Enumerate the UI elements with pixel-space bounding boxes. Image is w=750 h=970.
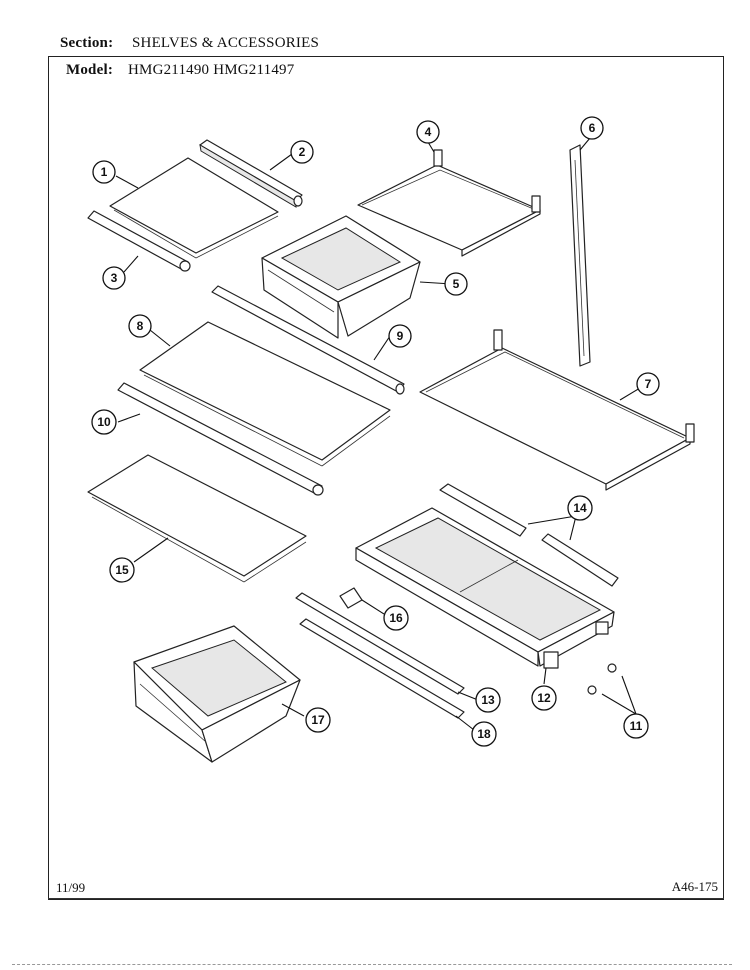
part-14-rails <box>439 483 619 587</box>
callout-16: 16 <box>383 605 409 631</box>
callout-6: 6 <box>580 116 604 140</box>
part-10-shelf-trim <box>117 382 324 496</box>
callout-12: 12 <box>531 685 557 711</box>
part-2-shelf-trim <box>199 139 303 208</box>
svg-text:6: 6 <box>589 121 596 135</box>
part-6-shelf-ladder <box>569 144 591 367</box>
svg-text:18: 18 <box>477 727 491 741</box>
part-9-shelf-trim <box>211 285 405 395</box>
callout-1: 1 <box>92 160 116 184</box>
callout-2: 2 <box>290 140 314 164</box>
svg-text:4: 4 <box>425 125 432 139</box>
svg-text:5: 5 <box>453 277 460 291</box>
part-12-crisper-cover-frame <box>355 507 615 669</box>
callout-8: 8 <box>128 314 152 338</box>
svg-text:15: 15 <box>115 563 129 577</box>
part-17-crisper-drawer <box>133 625 301 763</box>
callout-10: 10 <box>91 409 117 435</box>
svg-text:12: 12 <box>537 691 551 705</box>
part-4-cantilever-shelf <box>357 149 541 257</box>
callout-7: 7 <box>636 372 660 396</box>
callout-18: 18 <box>471 721 497 747</box>
svg-text:9: 9 <box>397 329 404 343</box>
section-value: SHELVES & ACCESSORIES <box>132 35 320 51</box>
svg-text:11: 11 <box>630 719 643 733</box>
callout-11: 11 <box>623 713 649 739</box>
model-label: Model: <box>66 62 114 78</box>
callout-4: 4 <box>416 120 440 144</box>
part-7-cantilever-shelf <box>419 329 695 491</box>
part-16-clip <box>339 587 363 609</box>
callout-17: 17 <box>305 707 331 733</box>
svg-text:14: 14 <box>573 501 587 515</box>
callout-5: 5 <box>444 272 468 296</box>
part-3-shelf-trim <box>87 210 191 272</box>
svg-text:7: 7 <box>645 377 652 391</box>
section-heading: Section: SHELVES & ACCESSORIES <box>60 35 319 52</box>
leader-lines <box>115 137 641 731</box>
footer-date: 11/99 <box>56 880 86 895</box>
svg-text:3: 3 <box>111 271 118 285</box>
diagram-frame <box>48 56 724 900</box>
part-5-deli-drawer <box>261 215 421 339</box>
part-13-strip <box>295 592 465 695</box>
callout-14: 14 <box>567 495 593 521</box>
footer-code: A46-175 <box>671 879 718 894</box>
part-1-glass-shelf <box>109 157 279 259</box>
page-bottom-rule <box>12 964 732 965</box>
callout-15: 15 <box>109 557 135 583</box>
section-label: Section: <box>60 35 114 51</box>
svg-text:17: 17 <box>311 713 325 727</box>
footer-rule <box>48 898 724 899</box>
callout-13: 13 <box>475 687 501 713</box>
part-18-strip <box>299 618 465 719</box>
svg-text:2: 2 <box>299 145 306 159</box>
part-15-glass-panel <box>87 454 307 583</box>
svg-text:16: 16 <box>389 611 403 625</box>
callout-3: 3 <box>102 266 126 290</box>
model-value: HMG211490 HMG211497 <box>128 62 295 78</box>
svg-text:13: 13 <box>481 693 495 707</box>
svg-text:8: 8 <box>137 319 144 333</box>
model-heading: Model: HMG211490 HMG211497 <box>66 62 294 79</box>
svg-text:10: 10 <box>97 415 111 429</box>
part-8-glass-shelf <box>139 321 391 467</box>
svg-text:1: 1 <box>101 165 108 179</box>
part-11-screws <box>587 663 617 695</box>
callout-9: 9 <box>388 324 412 348</box>
